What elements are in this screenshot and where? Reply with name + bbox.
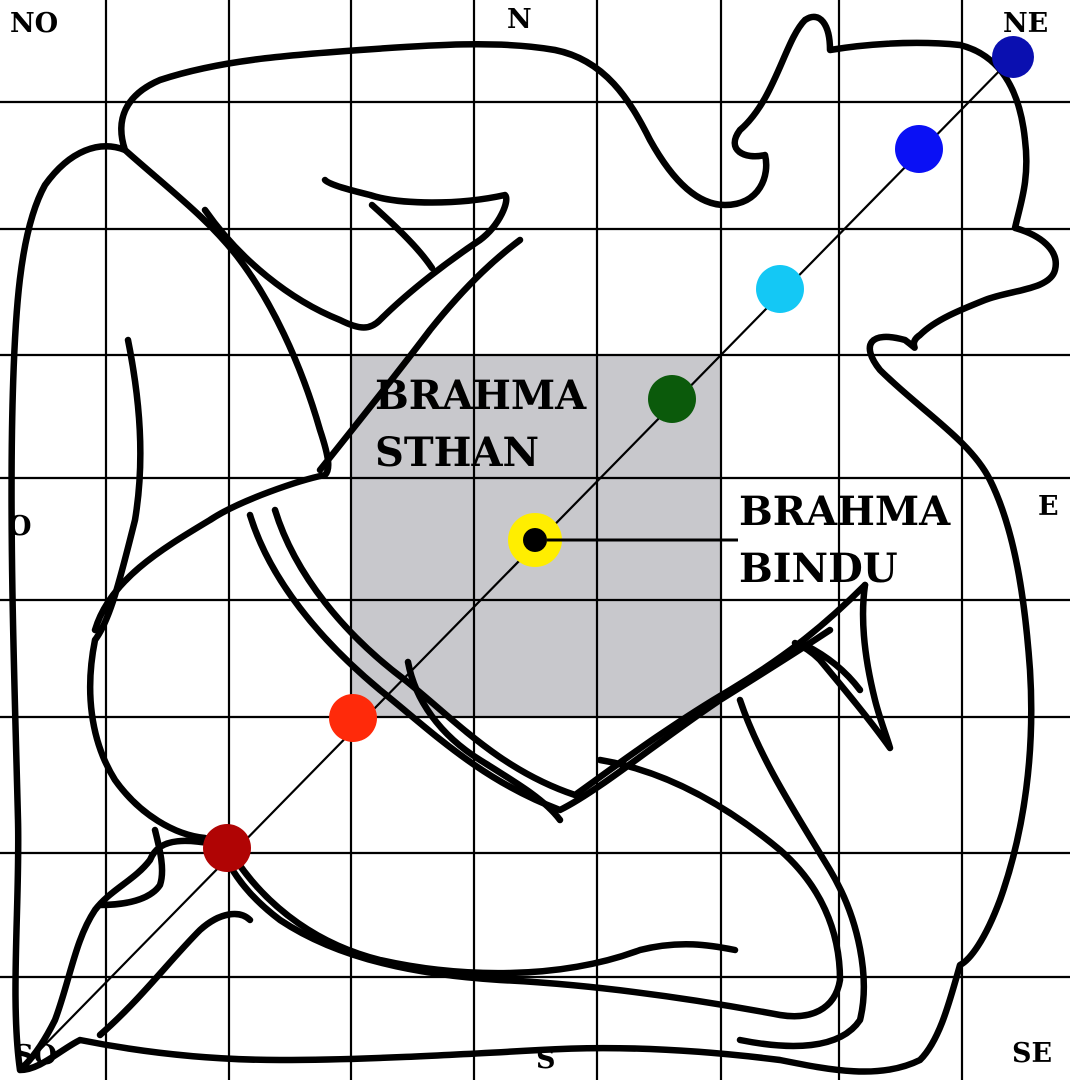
figure-thigh	[232, 856, 739, 977]
figure-head-inner	[368, 201, 436, 272]
point-blue	[895, 125, 943, 173]
direction-south: S	[536, 1044, 556, 1075]
direction-west: O	[8, 511, 32, 542]
diagonal-points	[203, 36, 1034, 872]
figure-left-forearm	[86, 336, 209, 842]
figure-lower-leg	[736, 696, 867, 1050]
point-navy	[992, 36, 1034, 78]
figure-foot-lower	[96, 910, 254, 1039]
figure-right-foot	[791, 581, 894, 752]
brahma-bindu-label-line2: BINDU	[739, 545, 898, 592]
direction-northeast: NE	[1003, 8, 1048, 39]
direction-southwest: SO	[14, 1040, 57, 1071]
figure-head-fold	[201, 176, 510, 331]
direction-northwest: NO	[10, 8, 58, 39]
figure-torso-band-c	[404, 658, 564, 824]
brahma-bindu-center	[523, 528, 547, 552]
figure-outer-contour	[8, 13, 1059, 1075]
vastu-purusha-figure	[8, 13, 1059, 1075]
figure-heel	[96, 826, 166, 909]
figure-right-foot-inner	[801, 641, 864, 694]
direction-east: E	[1038, 491, 1059, 522]
figure-torso-band-b	[271, 506, 869, 799]
brahma-bindu-marker	[508, 513, 738, 567]
point-darkred	[203, 824, 251, 872]
brahma-sthan-label-line1: BRAHMA	[375, 372, 587, 419]
point-green	[648, 375, 696, 423]
direction-southeast: SE	[1012, 1038, 1052, 1069]
point-sky	[756, 265, 804, 313]
direction-north: N	[507, 4, 532, 35]
figure-torso-upper	[316, 236, 524, 474]
brahma-bindu-label-line1: BRAHMA	[739, 488, 951, 535]
brahma-sthan-label-line2: STHAN	[375, 429, 539, 476]
figure-hip	[21, 837, 226, 1069]
figure-knee	[218, 756, 844, 1020]
point-red	[329, 694, 377, 742]
